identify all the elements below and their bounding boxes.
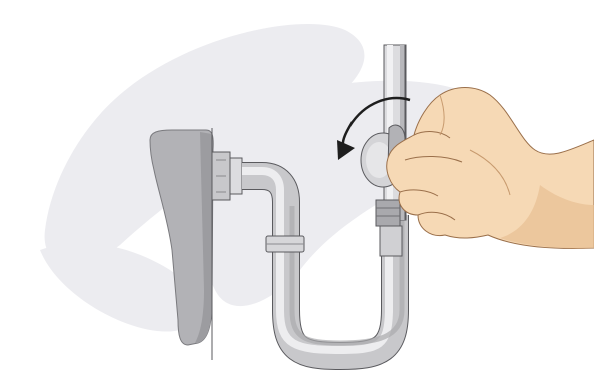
plumbing-illustration <box>0 0 594 376</box>
illustration-canvas <box>0 0 594 376</box>
